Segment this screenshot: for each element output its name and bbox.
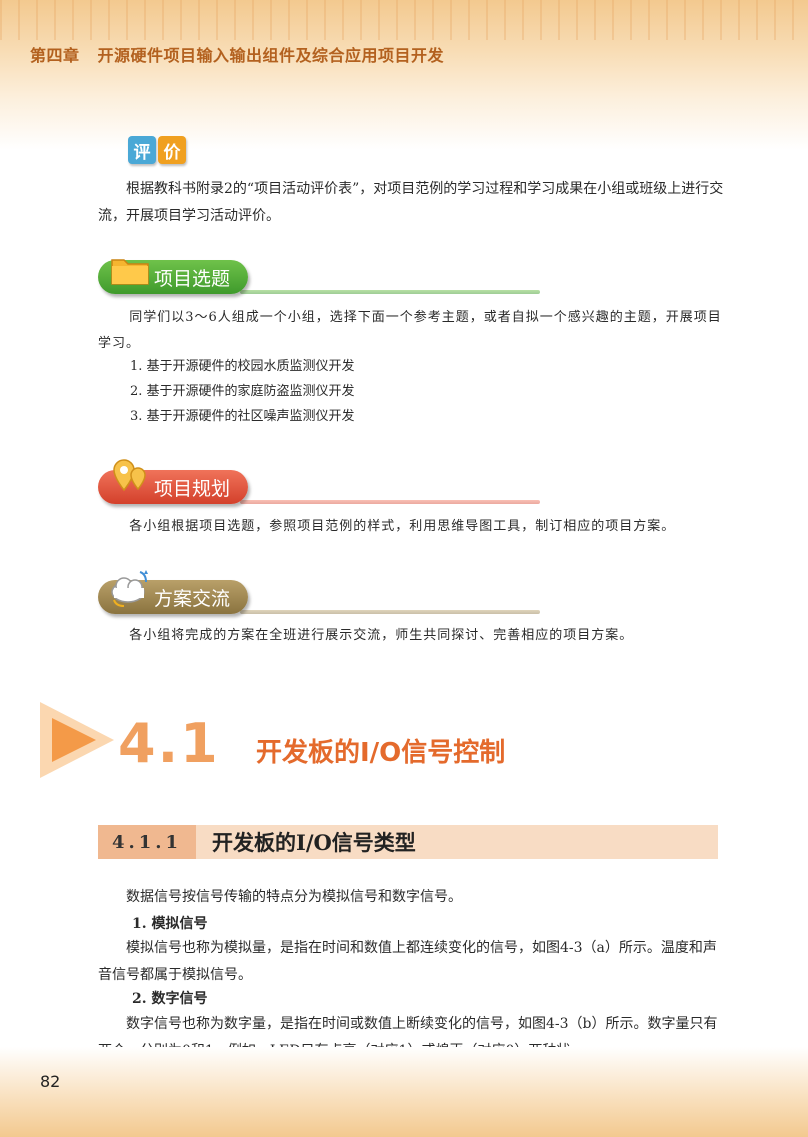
topic-item: 2. 基于开源硬件的家庭防盗监测仪开发 <box>130 384 355 399</box>
exchange-label: 方案交流 <box>154 587 231 610</box>
heading-digital: 2. 数字信号 <box>132 991 208 1007</box>
topic-rule <box>240 290 540 294</box>
exchange-heading: 方案交流 <box>98 570 249 614</box>
evaluate-text: 根据教科书附录2的“项目活动评价表”，对项目范例的学习过程和学习成果在小组或班级… <box>98 181 724 224</box>
topic-heading: 项目选题 <box>98 259 249 294</box>
section-number: 4.1 <box>118 712 220 775</box>
location-pin-icon <box>113 459 146 492</box>
topic-intro: 同学们以3～6人组成一个小组，选择下面一个参考主题，或者自拟一个感兴趣的主题，开… <box>98 310 722 351</box>
plan-label: 项目规划 <box>154 477 231 500</box>
exchange-text: 各小组将完成的方案在全班进行展示交流，师生共同探讨、完善相应的项目方案。 <box>129 628 634 643</box>
topic-label: 项目选题 <box>154 267 231 290</box>
plan-rule <box>240 500 540 504</box>
plan-text: 各小组根据项目选题，参照项目范例的样式，利用思维导图工具，制订相应的项目方案。 <box>129 519 676 534</box>
subsection-heading: 4.1.1 开发板的I/O信号类型 <box>98 825 718 859</box>
plan-heading: 项目规划 <box>98 459 249 504</box>
section-title: 开发板的I/O信号控制 <box>256 738 506 768</box>
evaluate-badge-char-1: 评 <box>128 136 156 164</box>
cloud-exchange-icon <box>111 570 148 607</box>
footer-band <box>0 1047 808 1137</box>
body-paragraph-2: 模拟信号也称为模拟量，是指在时间和数值上都连续变化的信号，如图4-3（a）所示。… <box>98 940 717 983</box>
topic-item: 3. 基于开源硬件的社区噪声监测仪开发 <box>130 409 355 424</box>
body-paragraph-1: 数据信号按信号传输的特点分为模拟信号和数字信号。 <box>126 889 462 905</box>
subsection-title: 开发板的I/O信号类型 <box>212 830 416 855</box>
topic-item: 1. 基于开源硬件的校园水质监测仪开发 <box>130 359 355 374</box>
chapter-title: 开源硬件项目输入输出组件及综合应用项目开发 <box>97 46 445 65</box>
evaluate-badge: 评 价 <box>128 136 186 164</box>
header-pattern <box>0 0 808 40</box>
evaluate-badge-char-2: 价 <box>158 136 186 164</box>
chapter-header: 第四章开源硬件项目输入输出组件及综合应用项目开发 <box>30 42 462 66</box>
subsection-number: 4.1.1 <box>98 825 196 859</box>
section-arrow-icon <box>40 702 114 778</box>
exchange-rule <box>240 610 540 614</box>
chapter-number: 第四章 <box>30 46 80 65</box>
heading-analog: 1. 模拟信号 <box>132 916 208 932</box>
page-number: 82 <box>40 1072 61 1091</box>
folder-icon <box>111 259 149 285</box>
header-band <box>0 0 808 150</box>
